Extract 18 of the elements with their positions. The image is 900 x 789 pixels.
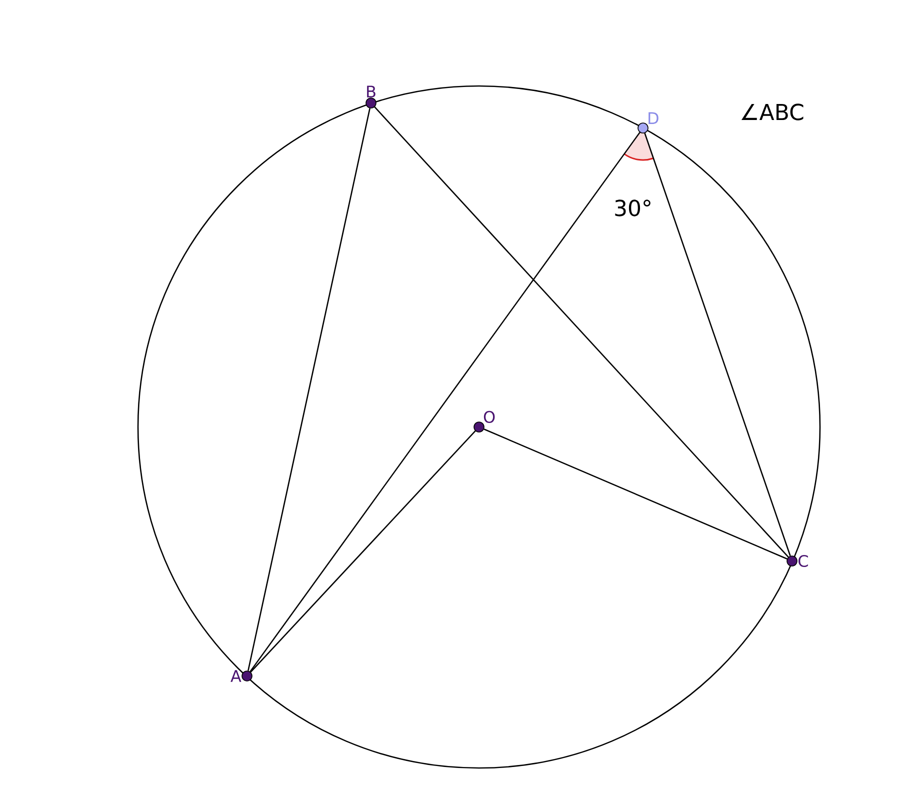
node-label: C	[798, 554, 808, 568]
line-segment	[644, 132, 791, 556]
point: C	[786, 554, 808, 568]
point: D	[638, 112, 658, 134]
line-segment	[248, 108, 370, 671]
angle-label: ∠ABC	[741, 104, 804, 120]
line-segment	[374, 106, 789, 558]
angle-label: 30°	[615, 200, 650, 216]
point: A	[230, 670, 252, 682]
node-label: O	[484, 410, 495, 423]
line-segment	[250, 132, 640, 672]
point: O	[474, 410, 495, 432]
line-segment	[484, 428, 788, 560]
node-label: B	[367, 86, 376, 98]
line-segment	[250, 430, 476, 672]
node-label: A	[230, 670, 242, 682]
point: B	[366, 86, 376, 108]
node-label: D	[648, 112, 658, 124]
